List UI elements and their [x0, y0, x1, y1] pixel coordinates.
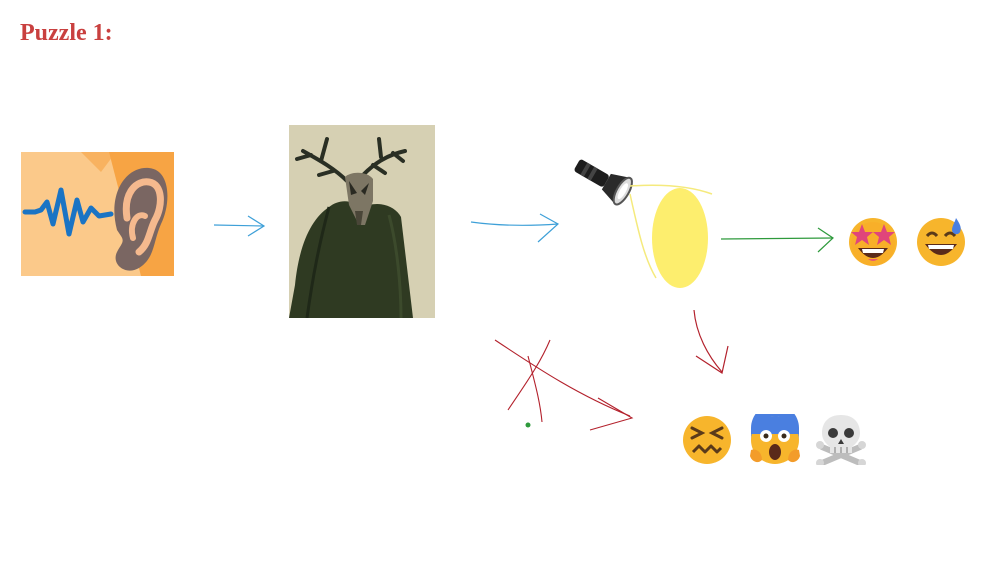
screaming-fear-emoji	[750, 414, 800, 464]
crossed-out-arrow	[494, 339, 634, 431]
light-beam-oval	[629, 184, 713, 288]
star-struck-emoji	[849, 218, 897, 266]
antlered-creature-image	[289, 125, 435, 318]
arrow-creature-to-flashlight	[470, 213, 560, 243]
green-dot	[525, 422, 531, 428]
arrow-ear-to-creature	[213, 215, 266, 237]
ear-listening-icon	[22, 152, 174, 276]
grinning-sweat-emoji	[917, 218, 965, 266]
flashlight-icon	[574, 159, 633, 206]
ear-listening-image	[21, 152, 174, 276]
skull-crossbones-icon	[816, 415, 866, 465]
confounded-emoji	[683, 416, 731, 464]
arrow-light-to-scared	[693, 309, 729, 374]
arrow-light-to-happy	[720, 227, 834, 253]
antlered-creature-icon	[289, 125, 435, 318]
page-title: Puzzle 1:	[20, 20, 113, 46]
